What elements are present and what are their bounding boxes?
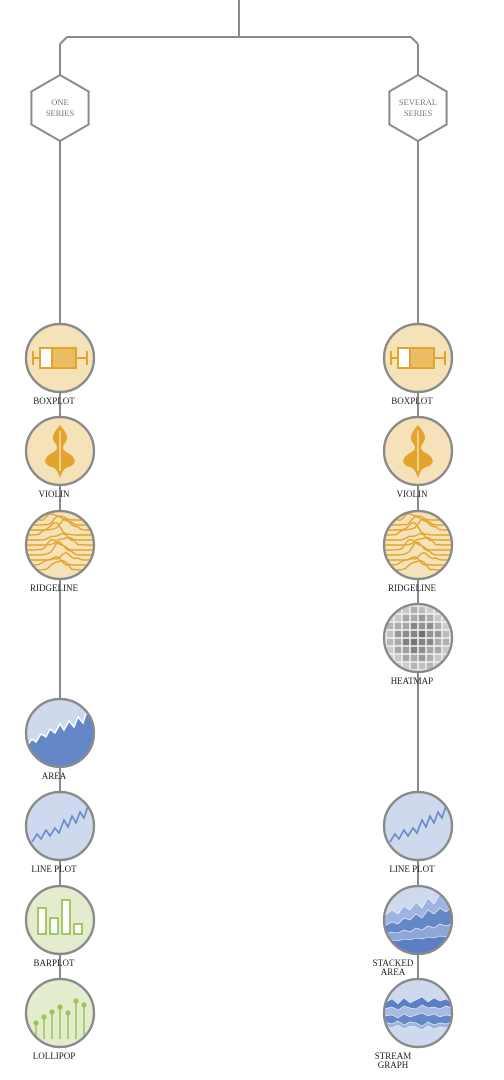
barplot-icon [37, 899, 83, 935]
chart-node[interactable]: AREA [24, 697, 96, 781]
chart-node-label: VIOLIN [39, 489, 70, 499]
chart-node[interactable]: LINE PLOT [382, 790, 454, 874]
chart-node-label: VIOLIN [397, 489, 428, 499]
chart-node[interactable]: BOXPLOT [382, 322, 454, 406]
chart-node-label: RIDGELINE [30, 583, 78, 593]
branch-title: SERIES [404, 108, 433, 118]
chart-node[interactable]: VIOLIN [24, 415, 96, 499]
violin-icon [45, 425, 75, 478]
chart-node-label: BOXPLOT [33, 396, 75, 406]
chart-node[interactable]: HEATMAP [382, 602, 454, 686]
chart-node-label: BARPLOT [34, 958, 76, 968]
branch-title: SEVERAL [399, 97, 437, 107]
violin-icon [403, 425, 433, 478]
boxplot-icon [390, 347, 446, 369]
chart-node-label: RIDGELINE [388, 583, 436, 593]
chart-node-label: STREAM [375, 1051, 412, 1061]
chart-node[interactable]: BARPLOT [24, 884, 96, 968]
chart-node-label: BOXPLOT [391, 396, 433, 406]
chart-node-label: STACKED [373, 958, 414, 968]
top-connector [59, 0, 419, 45]
chart-node[interactable]: BOXPLOT [24, 322, 96, 406]
chart-node[interactable]: RIDGELINE [24, 509, 96, 593]
chart-node-label: AREA [42, 771, 67, 781]
branch-title: SERIES [46, 108, 75, 118]
chart-node[interactable]: LINE PLOT [24, 790, 96, 874]
boxplot-icon [32, 347, 88, 369]
branch-title: ONE [51, 97, 68, 107]
chart-node-label: HEATMAP [391, 676, 434, 686]
stream-graph-icon [385, 996, 451, 1031]
chart-node-label: GRAPH [378, 1060, 409, 1070]
chart-node-label: LINE PLOT [389, 864, 435, 874]
chart-node[interactable]: LOLLIPOP [24, 977, 96, 1061]
chart-node-label: AREA [381, 967, 406, 977]
line-plot-icon [389, 805, 447, 843]
chart-node[interactable]: RIDGELINE [382, 509, 454, 593]
line-plot-icon [31, 805, 89, 843]
chart-node-label: LOLLIPOP [33, 1051, 76, 1061]
chart-node[interactable]: VIOLIN [382, 415, 454, 499]
chart-node-label: LINE PLOT [31, 864, 77, 874]
lollipop-icon [33, 998, 87, 1039]
